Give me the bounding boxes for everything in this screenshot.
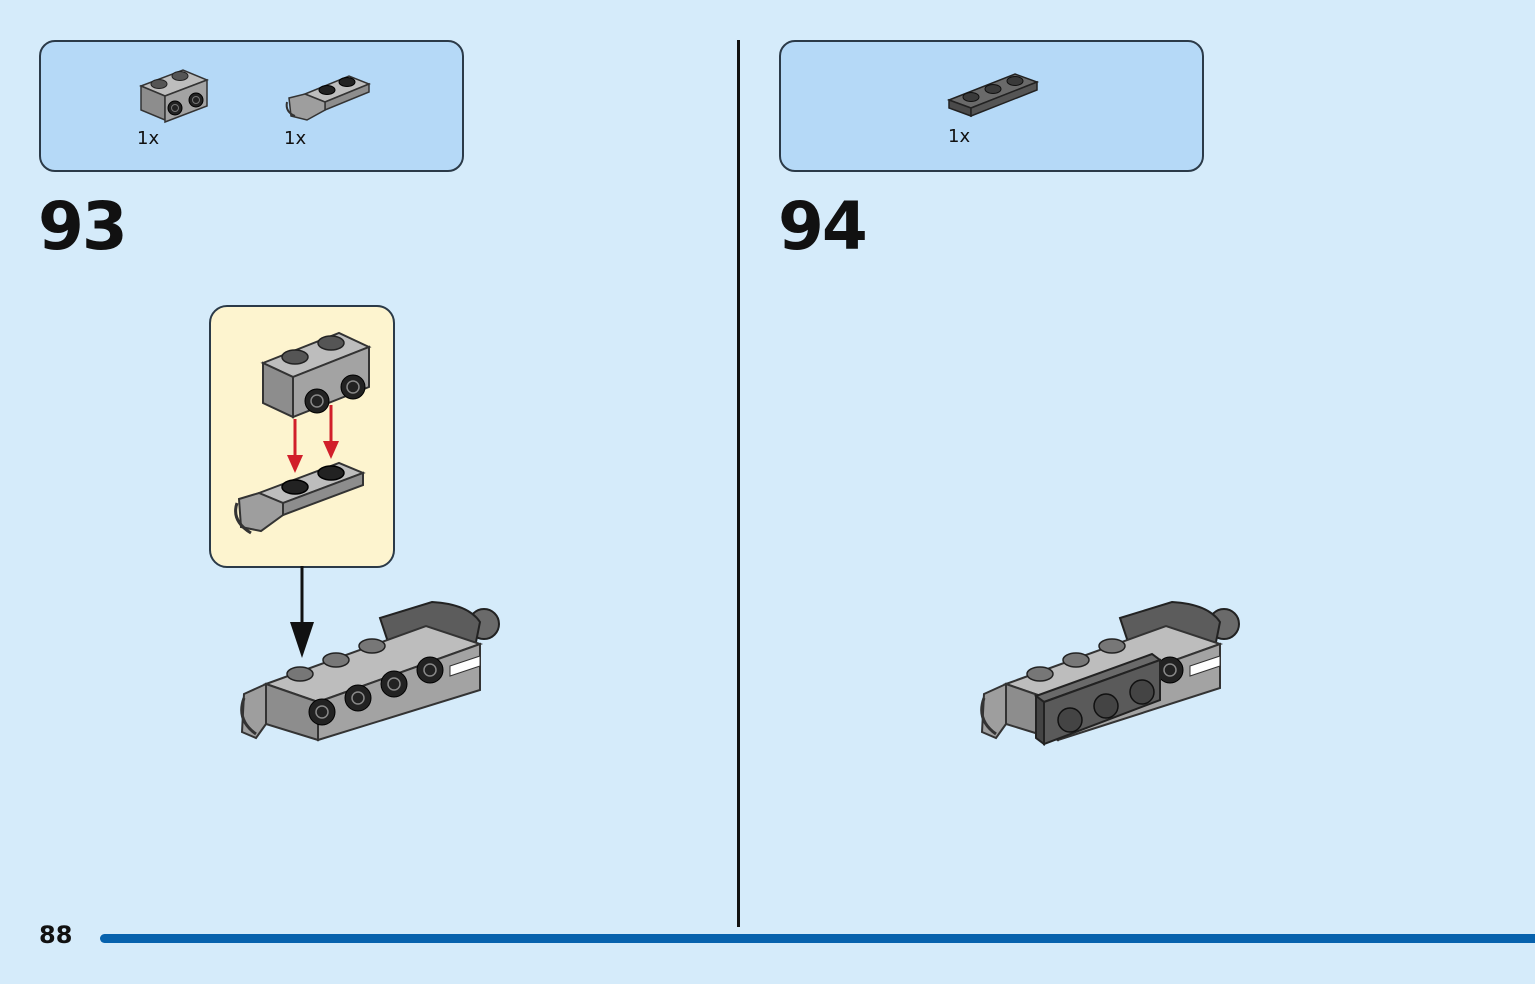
bracket-1x2-2x2-icon: [138, 69, 209, 124]
model-step-93: [240, 566, 500, 742]
plate-1x2-clip-icon: [285, 75, 371, 121]
step-number: 94: [778, 188, 868, 265]
assembly-arrow-red-icon: [287, 405, 339, 473]
parts-list-step-94: 1x: [779, 40, 1204, 172]
parts-list-step-93: 1x 1x: [39, 40, 464, 172]
assembly-arrow-black-icon: [290, 566, 314, 658]
plate-1x3-dark-gray-icon: [946, 73, 1040, 118]
model-step-94: [980, 600, 1240, 746]
part-qty: 1x: [948, 126, 971, 147]
attached-plate-dark-gray: [1033, 652, 1163, 746]
part-qty: 1x: [137, 128, 160, 149]
step-number: 93: [38, 188, 128, 265]
part-qty: 1x: [284, 128, 307, 149]
sub-assembly-callout: [209, 305, 395, 568]
sub-assembly-illustration: [234, 331, 372, 535]
footer-bar: [100, 934, 1535, 943]
page-number: 88: [39, 921, 73, 949]
page-divider: [737, 40, 740, 927]
